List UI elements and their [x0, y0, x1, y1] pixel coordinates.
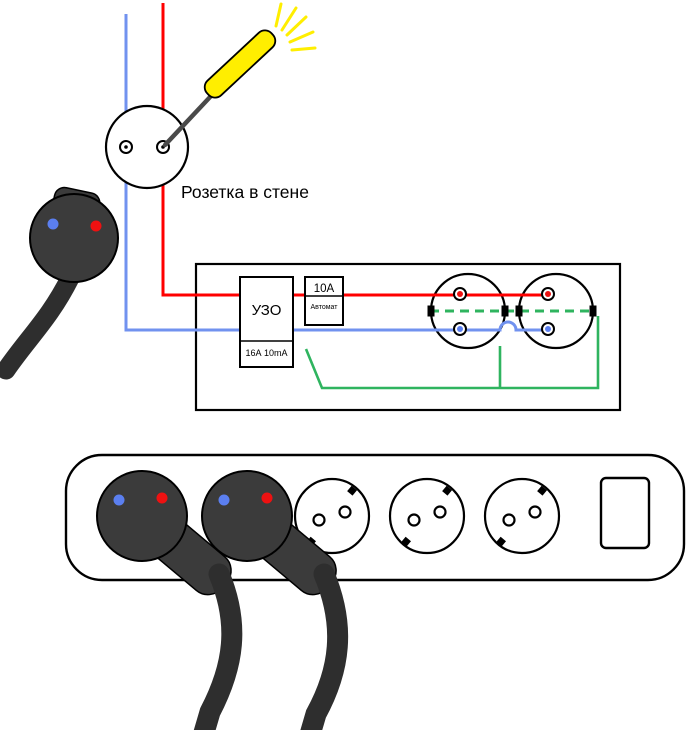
- empty-socket-2: [388, 477, 466, 555]
- breaker-rating-label: 10А: [314, 283, 335, 295]
- spark-lines-icon: [274, 2, 317, 52]
- phase-pin-icon: [261, 492, 273, 504]
- loose-plug-cable: [0, 268, 80, 380]
- phase-pin-icon: [457, 291, 463, 297]
- neutral-wire: [124, 14, 548, 332]
- phase-pin-icon: [545, 291, 551, 297]
- socket-hole-icon: [338, 505, 352, 519]
- ground-notch-icon: [442, 485, 452, 496]
- rcd-module: УЗО 16А 10mA: [239, 276, 294, 368]
- phase-pin-icon: [90, 220, 102, 232]
- tester-handle: [203, 29, 277, 99]
- socket-hole-icon: [407, 513, 421, 527]
- rcd-label: УЗО: [252, 302, 282, 319]
- ground-contacts: [427, 305, 597, 317]
- socket-hole-icon: [528, 505, 542, 519]
- socket-hole-icon: [433, 505, 447, 519]
- ground-contact-icon: [515, 305, 523, 317]
- wall-socket-face: [104, 104, 190, 190]
- strip-plug-2-cable: [300, 563, 349, 730]
- voltage-tester: [162, 2, 317, 148]
- plug-back: [201, 470, 293, 562]
- power-strip: [64, 453, 686, 596]
- ground-contact-icon: [427, 305, 435, 317]
- loose-plug-body: [29, 193, 119, 283]
- neutral-pin-icon: [218, 494, 230, 506]
- ground-notch-icon: [537, 485, 547, 496]
- ground-contact-icon: [589, 305, 597, 317]
- plug-back: [96, 470, 188, 562]
- neutral-pin-icon: [545, 326, 551, 332]
- breaker-module: 10А Автомат: [304, 276, 344, 326]
- wall-socket-label: Розетка в стене: [181, 182, 309, 202]
- neutral-pin-icon: [457, 326, 463, 332]
- ground-notch-icon: [347, 485, 357, 496]
- rcd-rating-label: 16А 10mA: [245, 348, 287, 358]
- ground-contact-icon: [501, 305, 509, 317]
- strip-empty-sockets: [293, 477, 561, 555]
- empty-socket-3: [483, 477, 561, 555]
- ground-notch-icon: [401, 536, 411, 547]
- box-socket-holes: [453, 287, 555, 336]
- breaker-name-label: Автомат: [310, 304, 338, 311]
- loose-plug: [0, 186, 119, 380]
- socket-hole-icon: [502, 513, 516, 527]
- phase-wire: [161, 3, 548, 297]
- socket-hole-dot: [124, 145, 128, 149]
- empty-socket-1: [293, 477, 371, 555]
- tester-shaft: [162, 93, 214, 148]
- neutral-pin-icon: [47, 218, 59, 230]
- strip-switch[interactable]: [599, 476, 651, 550]
- wall-socket: [104, 104, 190, 190]
- neutral-pin-icon: [113, 494, 125, 506]
- ground-wire: [304, 316, 600, 390]
- ground-notch-icon: [496, 536, 506, 547]
- strip-plug-1-cable: [193, 563, 243, 730]
- phase-pin-icon: [156, 492, 168, 504]
- rcd-box: [239, 276, 294, 368]
- breaker-box: [304, 276, 344, 326]
- socket-hole-icon: [312, 513, 326, 527]
